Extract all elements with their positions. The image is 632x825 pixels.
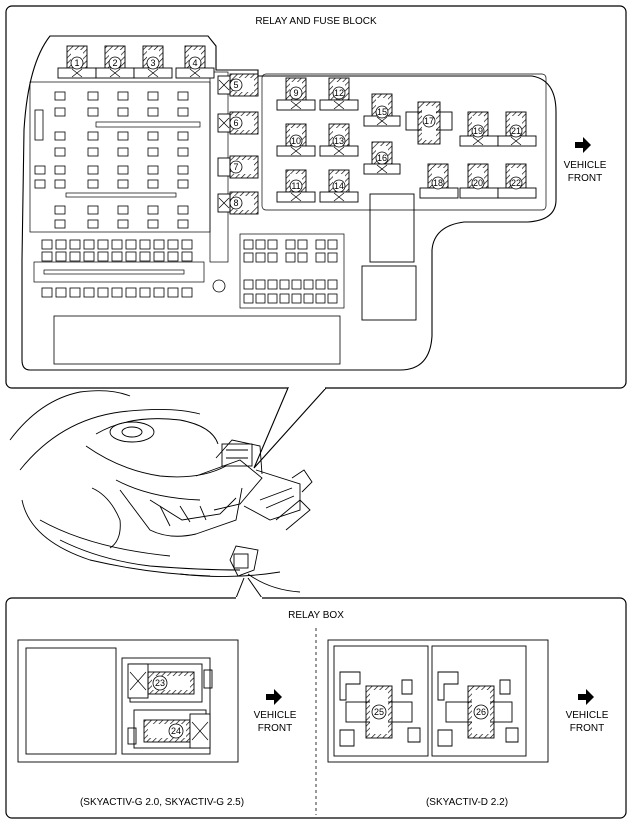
large-fuse-upper: [369, 193, 415, 263]
relay-number-2: 2: [112, 58, 117, 68]
relay-4: 4: [175, 45, 215, 79]
relay-21: 21: [497, 111, 537, 147]
relay-22: 22: [497, 163, 537, 199]
relay-fuse-block-outline: [21, 35, 557, 371]
fuse-block-strip: [33, 261, 205, 283]
relay-25: 25: [345, 685, 413, 739]
arrow-right-icon: [575, 137, 591, 153]
relay-11: 11: [276, 169, 316, 203]
relay-number-4: 4: [192, 58, 197, 68]
vehicle-front-label-top-2: FRONT: [568, 173, 602, 184]
fuse-row-bottom-left: [41, 239, 193, 298]
relay-16: 16: [363, 141, 401, 175]
relay-number-11: 11: [291, 181, 300, 191]
fuse-block-base: [53, 315, 341, 365]
relay-number-12: 12: [334, 88, 344, 98]
relay-number-6: 6: [233, 118, 238, 128]
vehicle-front-label-right-1: VEHICLE: [566, 710, 609, 721]
relay-12: 12: [319, 77, 359, 111]
callout-pointer: [253, 387, 327, 469]
fuse-row-middle: [243, 239, 338, 304]
top-panel-title: RELAY AND FUSE BLOCK: [255, 16, 377, 27]
fuse-bar-upper: [95, 121, 201, 128]
relay-number-8: 8: [233, 198, 238, 208]
relay-number-5: 5: [233, 80, 238, 90]
relay-number-20: 20: [473, 178, 483, 188]
relay-7: 7: [217, 155, 259, 179]
relay-3: 3: [133, 45, 173, 79]
fuse-grid-left: [34, 91, 189, 229]
mount-bolt: [212, 279, 226, 293]
fuse-bar-lower: [43, 269, 185, 275]
relay-number-19: 19: [473, 126, 483, 136]
relay-19: 19: [459, 111, 499, 147]
relay-number-7: 7: [233, 162, 238, 172]
middle-fuse-frame: [239, 233, 345, 309]
arrow-right-icon: [578, 689, 594, 705]
relay-15: 15: [363, 93, 401, 127]
relay-9: 9: [276, 77, 316, 111]
relay-box-left: [17, 639, 239, 763]
relay-number-21: 21: [511, 126, 521, 136]
relay-number-9: 9: [293, 88, 298, 98]
relay-box-right: [327, 639, 549, 763]
relay-number-1: 1: [74, 58, 79, 68]
bottom-panel-frame: [5, 597, 627, 819]
relay-8: 8: [217, 191, 259, 215]
relay-26: 26: [445, 685, 513, 739]
relay-18: 18: [419, 163, 459, 199]
large-fuse-lower: [361, 265, 417, 321]
relay-number-16: 16: [377, 153, 387, 163]
bottom-panel-title: RELAY BOX: [288, 610, 344, 621]
relay-23: 23: [127, 663, 195, 699]
callout-pointer-bottom: [235, 577, 263, 599]
vehicle-front-label-left-1: VEHICLE: [254, 710, 297, 721]
vehicle-front-label-left-2: FRONT: [258, 723, 292, 734]
relay-13: 13: [319, 123, 359, 157]
relay-17: 17: [405, 101, 453, 145]
relay-number-25: 25: [374, 707, 384, 717]
relay-number-22: 22: [511, 178, 521, 188]
relay-number-14: 14: [334, 181, 344, 191]
fuse-bar-middle: [65, 192, 177, 198]
relay-10: 10: [276, 123, 316, 157]
relay-number-3: 3: [150, 58, 155, 68]
relay-number-13: 13: [334, 136, 344, 146]
relay-number-10: 10: [291, 136, 301, 146]
relay-20: 20: [459, 163, 499, 199]
relay-14: 14: [319, 169, 359, 203]
arrow-right-icon: [266, 689, 282, 705]
relay-2: 2: [95, 45, 135, 79]
relay-number-24: 24: [171, 726, 181, 736]
caption-left: (SKYACTIV-G 2.0, SKYACTIV-G 2.5): [80, 797, 244, 808]
caption-right: (SKYACTIV-D 2.2): [426, 797, 508, 808]
relay-number-26: 26: [476, 707, 486, 717]
relay-area-frame: [261, 73, 547, 211]
vehicle-front-label-right-2: FRONT: [570, 723, 604, 734]
relay-5: 5: [217, 73, 259, 97]
relay-number-15: 15: [377, 107, 387, 117]
relay-number-23: 23: [155, 678, 165, 688]
engine-bay-illustration: [9, 390, 313, 593]
relay-number-17: 17: [424, 116, 434, 126]
relay-24: 24: [143, 713, 211, 749]
relay-number-18: 18: [433, 178, 443, 188]
relay-1: 1: [57, 45, 97, 79]
relay-6: 6: [217, 111, 259, 135]
vehicle-front-label-top-1: VEHICLE: [564, 160, 607, 171]
